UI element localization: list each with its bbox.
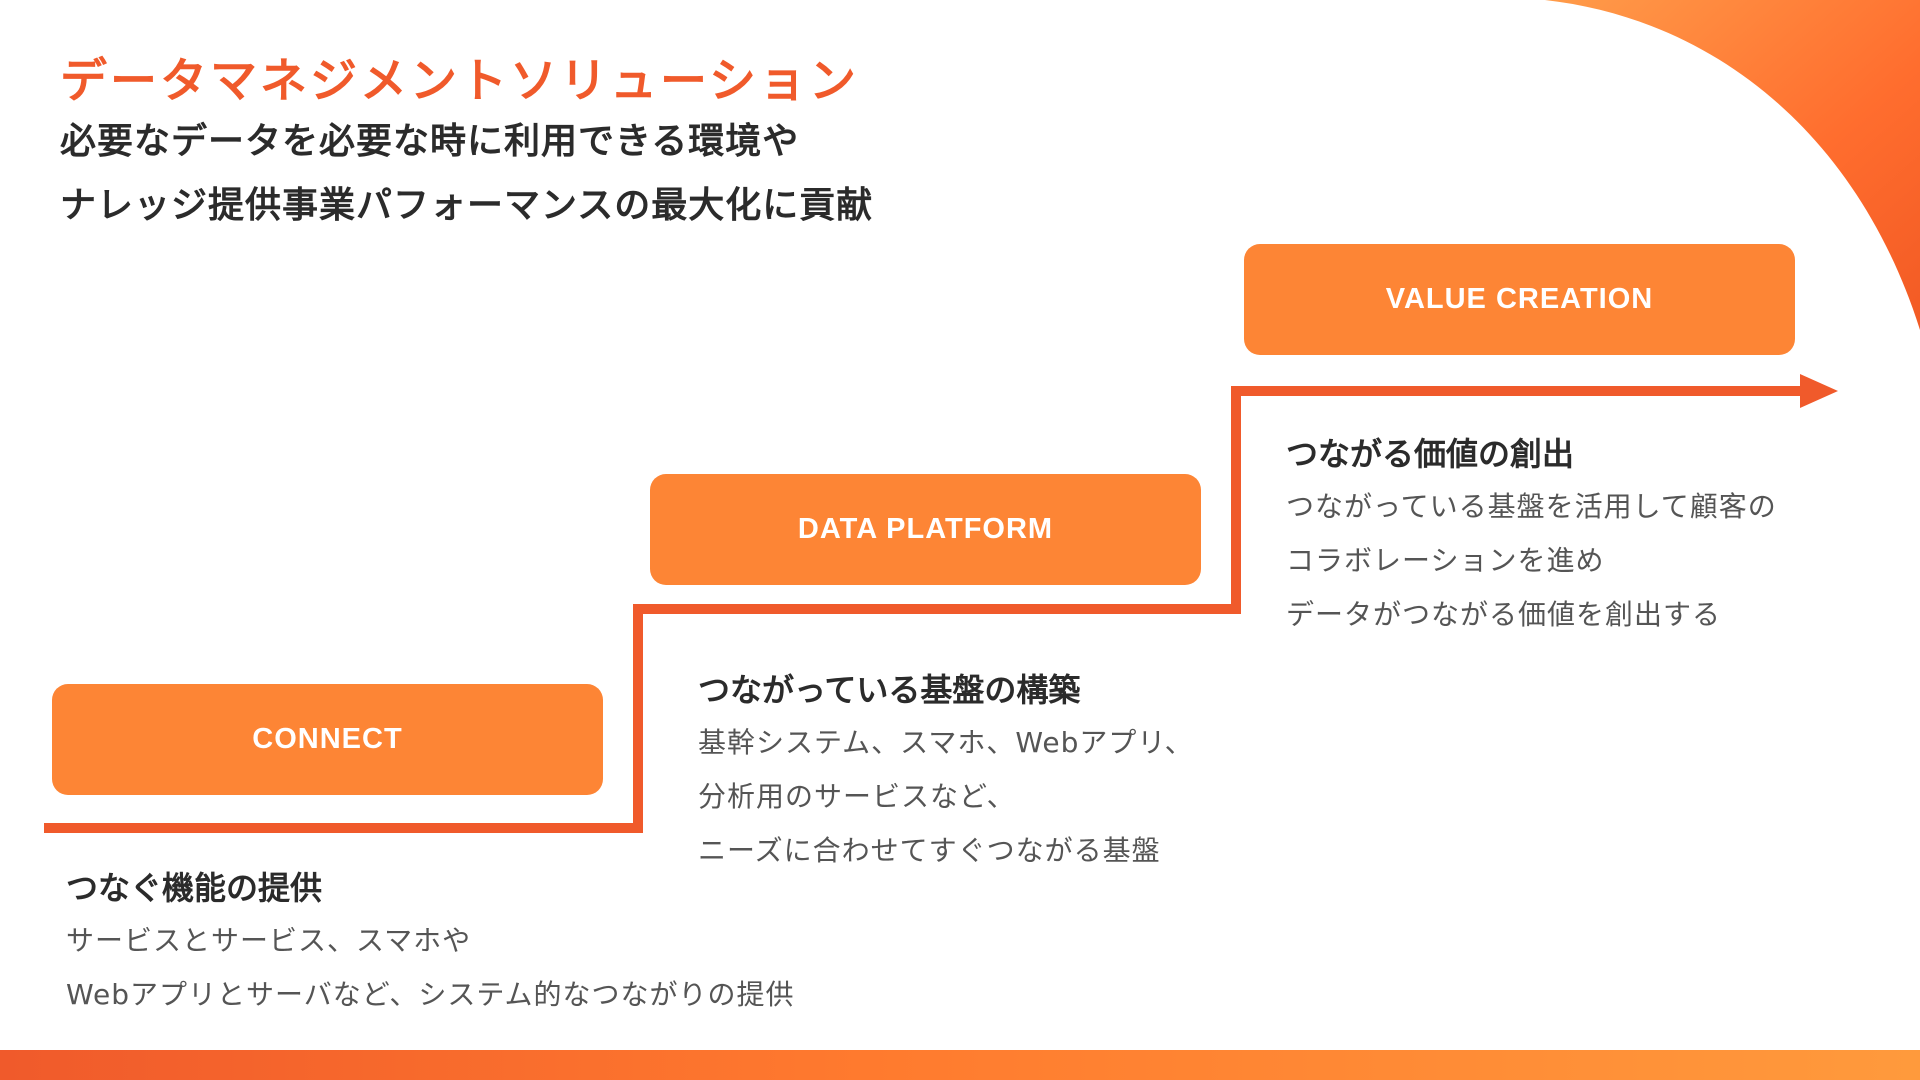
step-text-line: データがつながる価値を創出する (1286, 598, 1722, 631)
pill-label: VALUE CREATION (1385, 283, 1654, 315)
page-subtitle: 必要なデータを必要な時に利用できる環境や ナレッジ提供事業パフォーマンスの最大化… (60, 110, 873, 238)
step-description-value-creation: つながる価値の創出 つながっている基盤を活用して顧客の コラボレーションを進め … (1286, 428, 1777, 642)
step-description-data-platform: つながっている基盤の構築 基幹システム、スマホ、Webアプリ、 分析用のサービス… (698, 664, 1194, 878)
pill-label: CONNECT (252, 723, 403, 755)
subtitle-line: 必要なデータを必要な時に利用できる環境や (60, 121, 800, 162)
step-text-line: 分析用のサービスなど、 (698, 780, 1016, 813)
pill-label: DATA PLATFORM (797, 513, 1054, 545)
step-text-line: つながっている基盤を活用して顧客の (1286, 490, 1777, 523)
step-pill-data-platform: DATA PLATFORM (650, 474, 1201, 585)
step-heading: つながる価値の創出 (1286, 435, 1575, 473)
step-text-line: Webアプリとサーバなど、システム的なつながりの提供 (66, 978, 795, 1011)
step-text-line: コラボレーションを進め (1286, 544, 1605, 577)
step-text-line: サービスとサービス、スマホや (66, 924, 472, 957)
subtitle-line: ナレッジ提供事業パフォーマンスの最大化に貢献 (60, 185, 874, 226)
step-text-line: ニーズに合わせてすぐつながる基盤 (698, 834, 1161, 867)
step-heading: つながっている基盤の構築 (698, 671, 1081, 709)
step-heading: つなぐ機能の提供 (66, 869, 323, 907)
step-pill-value-creation: VALUE CREATION (1244, 244, 1795, 355)
arrow-head-icon (1800, 374, 1838, 408)
bottom-band (0, 1050, 1920, 1080)
page-title: データマネジメントソリューション (60, 54, 860, 109)
step-pill-connect: CONNECT (52, 684, 603, 795)
staircase-line (44, 386, 1808, 833)
step-text-line: 基幹システム、スマホ、Webアプリ、 (698, 726, 1194, 759)
step-description-connect: つなぐ機能の提供 サービスとサービス、スマホや Webアプリとサーバなど、システ… (66, 862, 795, 1022)
